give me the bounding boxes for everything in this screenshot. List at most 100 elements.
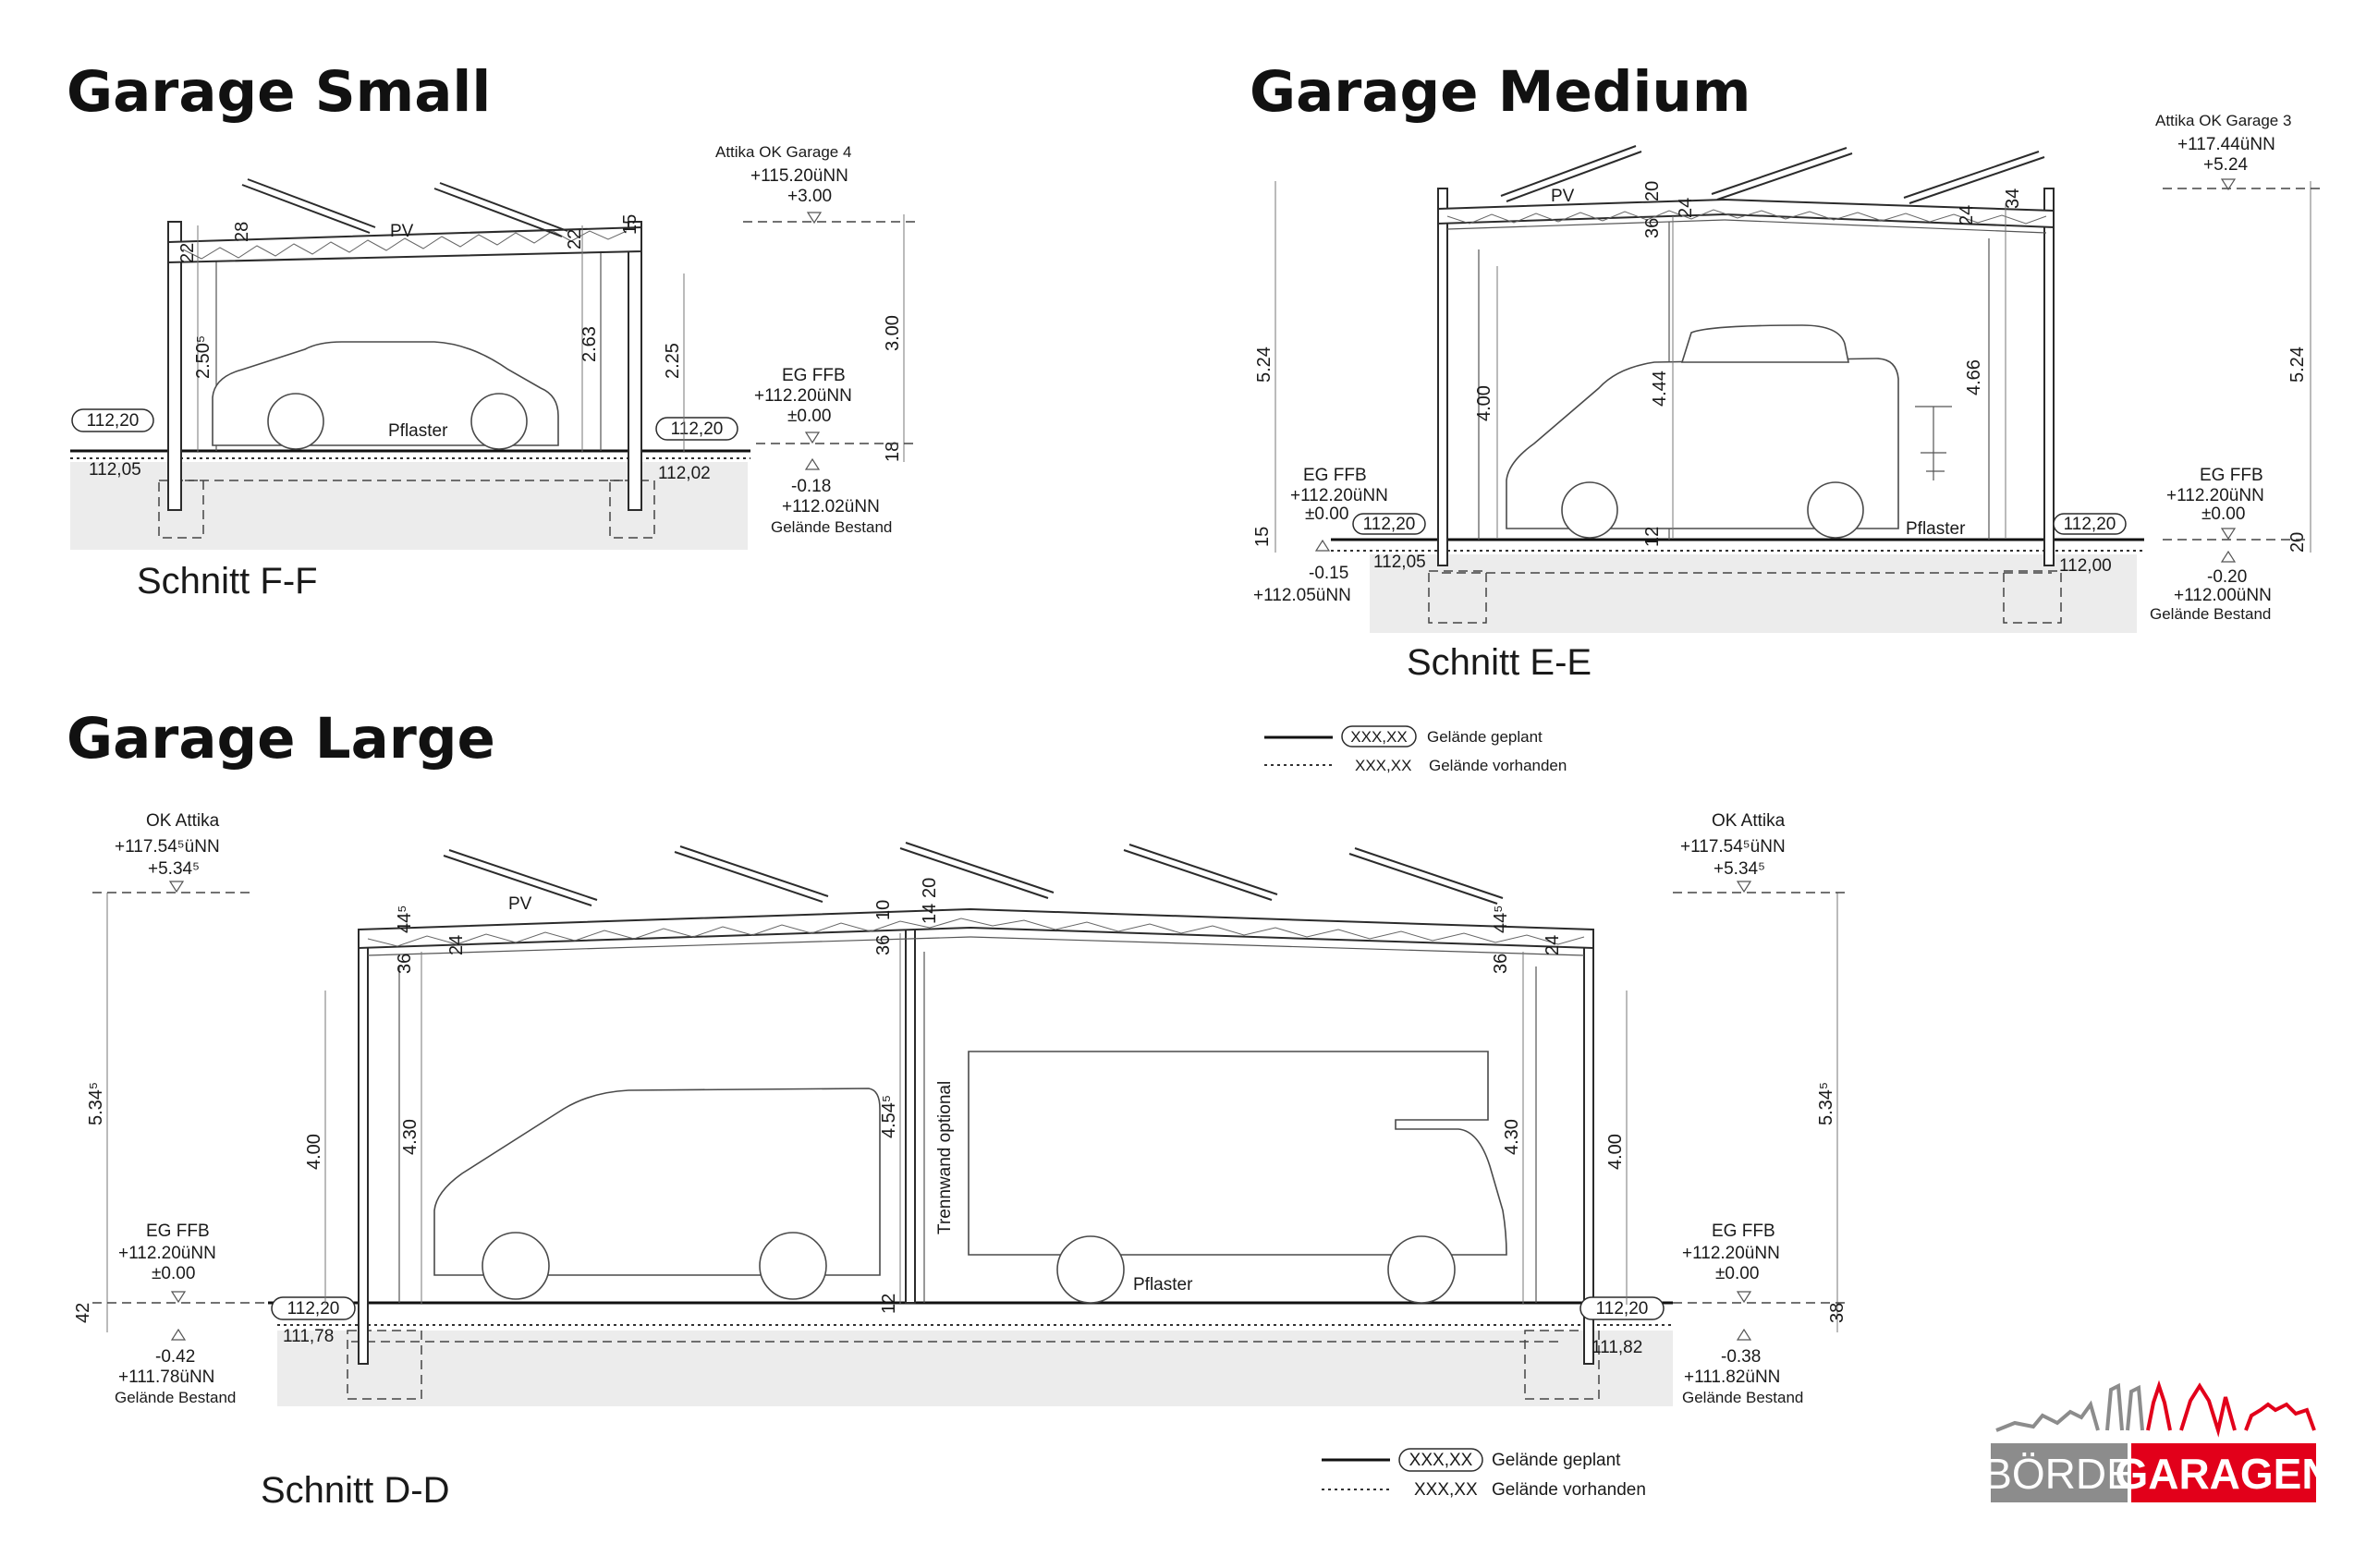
van-wheel-rear [1807, 481, 1864, 539]
pv-panel-2 [674, 851, 823, 903]
level-right-value: 112,00 [2059, 556, 2112, 576]
trennwand-label: Trennwand optional [935, 1081, 955, 1234]
dim-10: 10 [873, 900, 894, 920]
eg-name: EG FFB [782, 366, 846, 385]
roof-slab [167, 225, 642, 264]
pv-panel-4b [1128, 844, 1278, 895]
garage-medium-title: Garage Medium [1250, 59, 1750, 125]
pv-label: PV [508, 894, 532, 914]
eg-left-nn: +112.20üNN [118, 1244, 216, 1263]
dim-466: 4.66 [1964, 359, 1984, 395]
dim-38: 38 [1827, 1303, 1848, 1323]
gel-right-name: Gelände Bestand [2150, 605, 2271, 623]
gelaende-nn: +112.02üNN [782, 497, 880, 517]
post-right [2043, 188, 2055, 566]
gel-left-nn: +112.05üNN [1253, 586, 1351, 605]
dim-430-left: 4.30 [400, 1119, 421, 1155]
dim-454: 4.54⁵ [879, 1095, 899, 1138]
skyline-grey-icon [1995, 1382, 2144, 1432]
ground-fill [277, 1331, 1673, 1406]
dim-12: 12 [1642, 527, 1663, 547]
pv-panel-5 [1348, 853, 1498, 905]
logo-right-text: GARAGEN [2115, 1450, 2332, 1498]
dim-36b: 36 [873, 935, 894, 955]
logo-right-box [2131, 1443, 2316, 1502]
gel-right-nn: +111.82üNN [1684, 1367, 1780, 1387]
pv-panel-2b [1716, 152, 1853, 201]
legend-planned-text: Gelände geplant [1492, 1451, 1621, 1470]
legend-pill-text: XXX,XX [1350, 728, 1407, 746]
attika-right-rel: +5.34⁵ [1714, 859, 1765, 879]
level-pill-left-text: 112,20 [1363, 515, 1416, 534]
dim-5345-left: 5.34⁵ [86, 1082, 106, 1125]
gelaende-rel: -0.18 [791, 477, 831, 496]
legend-plain-value: XXX,XX [1414, 1480, 1478, 1500]
roof-underside [367, 936, 971, 956]
dim-24a: 24 [446, 935, 467, 955]
post-right [628, 221, 642, 511]
garage-small-title: Garage Small [67, 59, 491, 125]
gel-left-marker [170, 1328, 187, 1341]
legend-plain-value: XXX,XX [1355, 757, 1411, 774]
dim-400: 4.00 [1474, 385, 1494, 421]
pv-label: PV [1551, 187, 1575, 206]
dim-445b: 44⁵ [1491, 905, 1511, 933]
level-pill-right [655, 417, 738, 441]
level-pill-left-text: 112,20 [287, 1299, 340, 1319]
dim-430-right: 4.30 [1502, 1119, 1522, 1155]
dim-20: 20 [920, 878, 940, 898]
dim-24a: 24 [1676, 198, 1696, 218]
legend-planned-text: Gelände geplant [1427, 728, 1543, 746]
gel-right-marker [2220, 550, 2237, 563]
legend-existing-text: Gelände vorhanden [1429, 757, 1567, 774]
dim-20b: 20 [2287, 532, 2308, 553]
pflaster-label: Pflaster [1133, 1275, 1193, 1295]
dim-22b: 22 [565, 229, 585, 249]
dim-24b: 24 [1543, 935, 1563, 955]
attika-nn: +117.44üNN [2177, 135, 2275, 154]
post-left [1437, 188, 1448, 566]
eg-right-nn: +112.20üNN [2166, 486, 2264, 505]
eg-right-name: EG FFB [2200, 466, 2263, 485]
pv-panel-1 [1500, 145, 1637, 197]
post-middle [905, 914, 916, 1304]
van-wheel-rear [759, 1232, 827, 1300]
dim-300: 3.00 [883, 315, 903, 351]
roof-slab [1437, 198, 2055, 229]
dim-20: 20 [1642, 181, 1663, 201]
gel-left-nn: +111.78üNN [118, 1367, 214, 1387]
footing-right [2003, 570, 2062, 624]
gel-right-rel: -0.20 [2207, 567, 2247, 587]
large-dims: 5.34⁵ 4.00 4.30 4.54⁵ 4.30 4.00 5.34⁵ 42… [73, 878, 1848, 1332]
roof-underside [1446, 219, 1726, 230]
van-wheel-front [1561, 481, 1618, 539]
eg-right-name: EG FFB [1712, 1222, 1775, 1241]
attika-nn: +115.20üNN [750, 166, 848, 186]
gel-left-marker [1314, 539, 1331, 552]
section-garage-medium: Garage Medium PV Pflaster 112,20 1 [1250, 59, 2320, 683]
gel-right-rel: -0.38 [1721, 1347, 1761, 1367]
dim-34: 34 [2003, 188, 2023, 209]
legend-bottom: XXX,XX Gelände geplant XXX,XX Gelände vo… [1322, 1448, 1646, 1500]
pv-panel-2b [439, 182, 568, 232]
eg-marker [804, 432, 821, 444]
dim-400-right: 4.00 [1605, 1134, 1626, 1170]
roof-underside-2 [1724, 219, 2047, 234]
level-right-value: 112,02 [658, 464, 711, 483]
pv-panel-1b [448, 849, 598, 901]
eg-left-nn: +112.20üNN [1290, 486, 1388, 505]
garage-large-title: Garage Large [67, 706, 495, 772]
dim-15: 15 [1252, 527, 1273, 547]
eg-left-rel: ±0.00 [1305, 504, 1348, 524]
logo-left-text: BÖRDE [1983, 1450, 2135, 1498]
attika-rel: +5.24 [2203, 155, 2249, 175]
pv-panel-3 [899, 847, 1049, 899]
attika-left-name: OK Attika [146, 811, 220, 831]
dim-5345-right: 5.34⁵ [1816, 1082, 1836, 1125]
footing-left [347, 1330, 422, 1400]
motorhome-wheel-front [1056, 1235, 1125, 1304]
dim-250: 2.50⁵ [193, 335, 213, 379]
pv-panel-4 [1123, 849, 1273, 901]
level-pill-left-text: 112,20 [87, 411, 140, 431]
roof-truss [367, 918, 1585, 947]
